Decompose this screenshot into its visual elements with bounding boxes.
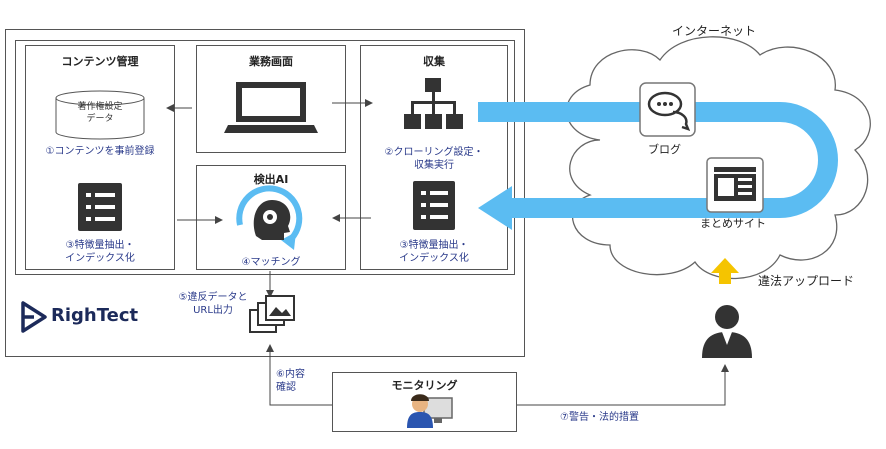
step-6-label: ⑥内容 確認: [276, 369, 305, 393]
step-1-label: ①コンテンツを事前登録: [45, 146, 155, 157]
step-2-label: ②クローリング設定・ 収集実行: [384, 147, 484, 171]
blog-label: ブログ: [648, 143, 681, 156]
collection-title: 収集: [423, 55, 445, 68]
contents-management-title: コンテンツ管理: [61, 55, 139, 68]
arrow-monitoring-to-output: [266, 344, 332, 406]
laptop-icon: [224, 82, 318, 133]
chat-icon: [639, 82, 696, 137]
ai-head-icon: [236, 185, 303, 250]
website-icon: [706, 157, 764, 213]
brand-name: RighTect: [51, 305, 139, 326]
step-3-right-label: ③特徴量抽出・ インデックス化: [399, 240, 469, 264]
database-icon: [55, 90, 145, 140]
step-4-label: ④マッチング: [241, 257, 301, 268]
list-icon-right: [413, 181, 455, 230]
step-7-label: ⑦警告・法的措置: [560, 412, 639, 423]
list-icon-left: [78, 183, 122, 231]
upload-arrow: [711, 258, 739, 284]
step-5-label: ⑤違反データと URL出力: [178, 292, 248, 316]
db-label: 著作権設定 データ: [77, 102, 123, 124]
monitoring-title: モニタリング: [391, 379, 458, 392]
business-screen-title: 業務画面: [249, 55, 293, 68]
righttect-logo-icon: [21, 301, 47, 333]
user-icon: [702, 305, 752, 358]
contents-management-box: コンテンツ管理: [25, 45, 175, 270]
image-stack-icon: [249, 295, 295, 333]
internet-title: インターネット: [672, 24, 757, 38]
hierarchy-icon: [404, 78, 463, 129]
illegal-upload-label: 違法アップロード: [758, 274, 855, 288]
detection-ai-title: 検出AI: [253, 173, 289, 186]
step-3-left-label: ③特徴量抽出・ インデックス化: [65, 240, 135, 264]
matome-site-label: まとめサイト: [700, 217, 766, 230]
arrow-monitoring-to-user: [517, 364, 729, 406]
business-screen-box: 業務画面: [196, 45, 346, 153]
crawl-flow-arrow: [478, 102, 838, 230]
operator-icon: [407, 394, 453, 428]
